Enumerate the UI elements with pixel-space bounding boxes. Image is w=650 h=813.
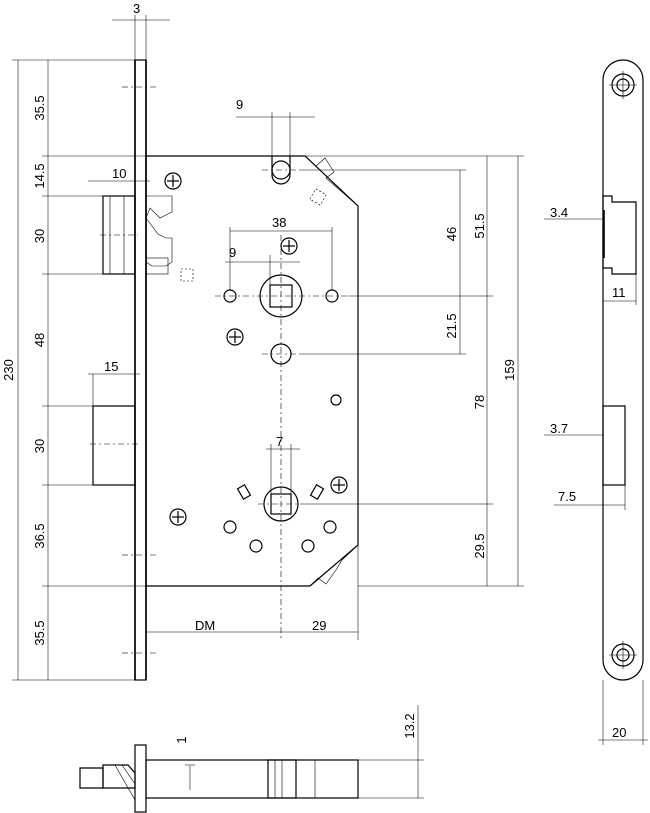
bottom-view [79,705,424,813]
screw-icon [226,328,244,346]
dim-spindle-fixing-hole-width: 9 [229,245,236,260]
screw-hole-middle [262,343,300,365]
dim-latch-to-bolt: 48 [32,333,47,347]
dead-bolt [90,405,140,486]
screw-icon [164,172,182,190]
spindle [215,235,348,640]
forend-plate [122,59,158,681]
screw-icon [169,508,187,526]
dim-spindle-hole-spacing: 38 [272,215,286,230]
dim-bolt-projection: 15 [104,359,118,374]
dim-case-height: 159 [502,359,517,381]
dim-cylinder-to-bottom: 29.5 [472,533,487,558]
dim-top-offset: 35.5 [32,95,47,120]
screw-icon [330,476,348,494]
dim-latch-projection: 10 [112,166,126,181]
right-dimension-lines [300,155,524,587]
dim-striker-depth: 3.4 [550,205,568,220]
dim-spindle-to-screw: 21.5 [444,313,459,338]
dim-faceplate-width: 20 [612,725,626,740]
dim-bottom-thickness: 13.2 [402,713,417,738]
screw-icons [164,172,348,526]
dim-cylinder-square: 7 [276,434,283,449]
dim-cylinder-hole-width: 9 [236,97,243,112]
dim-latch-height: 30 [32,229,47,243]
latch-bolt [100,195,173,275]
dim-spindle-to-cylinder: 78 [472,395,487,409]
dim-backset: DM [195,618,215,633]
follower-hole [262,156,300,185]
dim-striker-bolt-depth: 3.7 [550,421,568,436]
dim-cylinder-to-back: 29 [312,618,326,633]
screw-icon [280,237,298,255]
dim-follower-offset: 14.5 [32,163,47,188]
dim-follower-to-top: 46 [444,227,459,241]
dim-striker-latch-width: 11 [612,285,626,300]
faceplate [602,59,644,681]
dim-total-height: 230 [1,359,16,381]
dim-bolt-height: 30 [32,439,47,453]
dim-forend-thickness: 3 [133,1,140,16]
cylinder [223,483,337,553]
dim-spindle-to-top: 51.5 [472,213,487,238]
left-dimension-lines [12,59,146,681]
dim-bolt-offset: 36.5 [32,523,47,548]
dimension-labels: 3 35.5 14.5 10 30 48 15 30 36.5 35.5 230… [1,1,626,744]
dim-bottom-offset: 35.5 [32,620,47,645]
dim-bottom-offset-small: 1 [174,736,189,743]
dim-striker-bolt-width: 7.5 [558,489,576,504]
